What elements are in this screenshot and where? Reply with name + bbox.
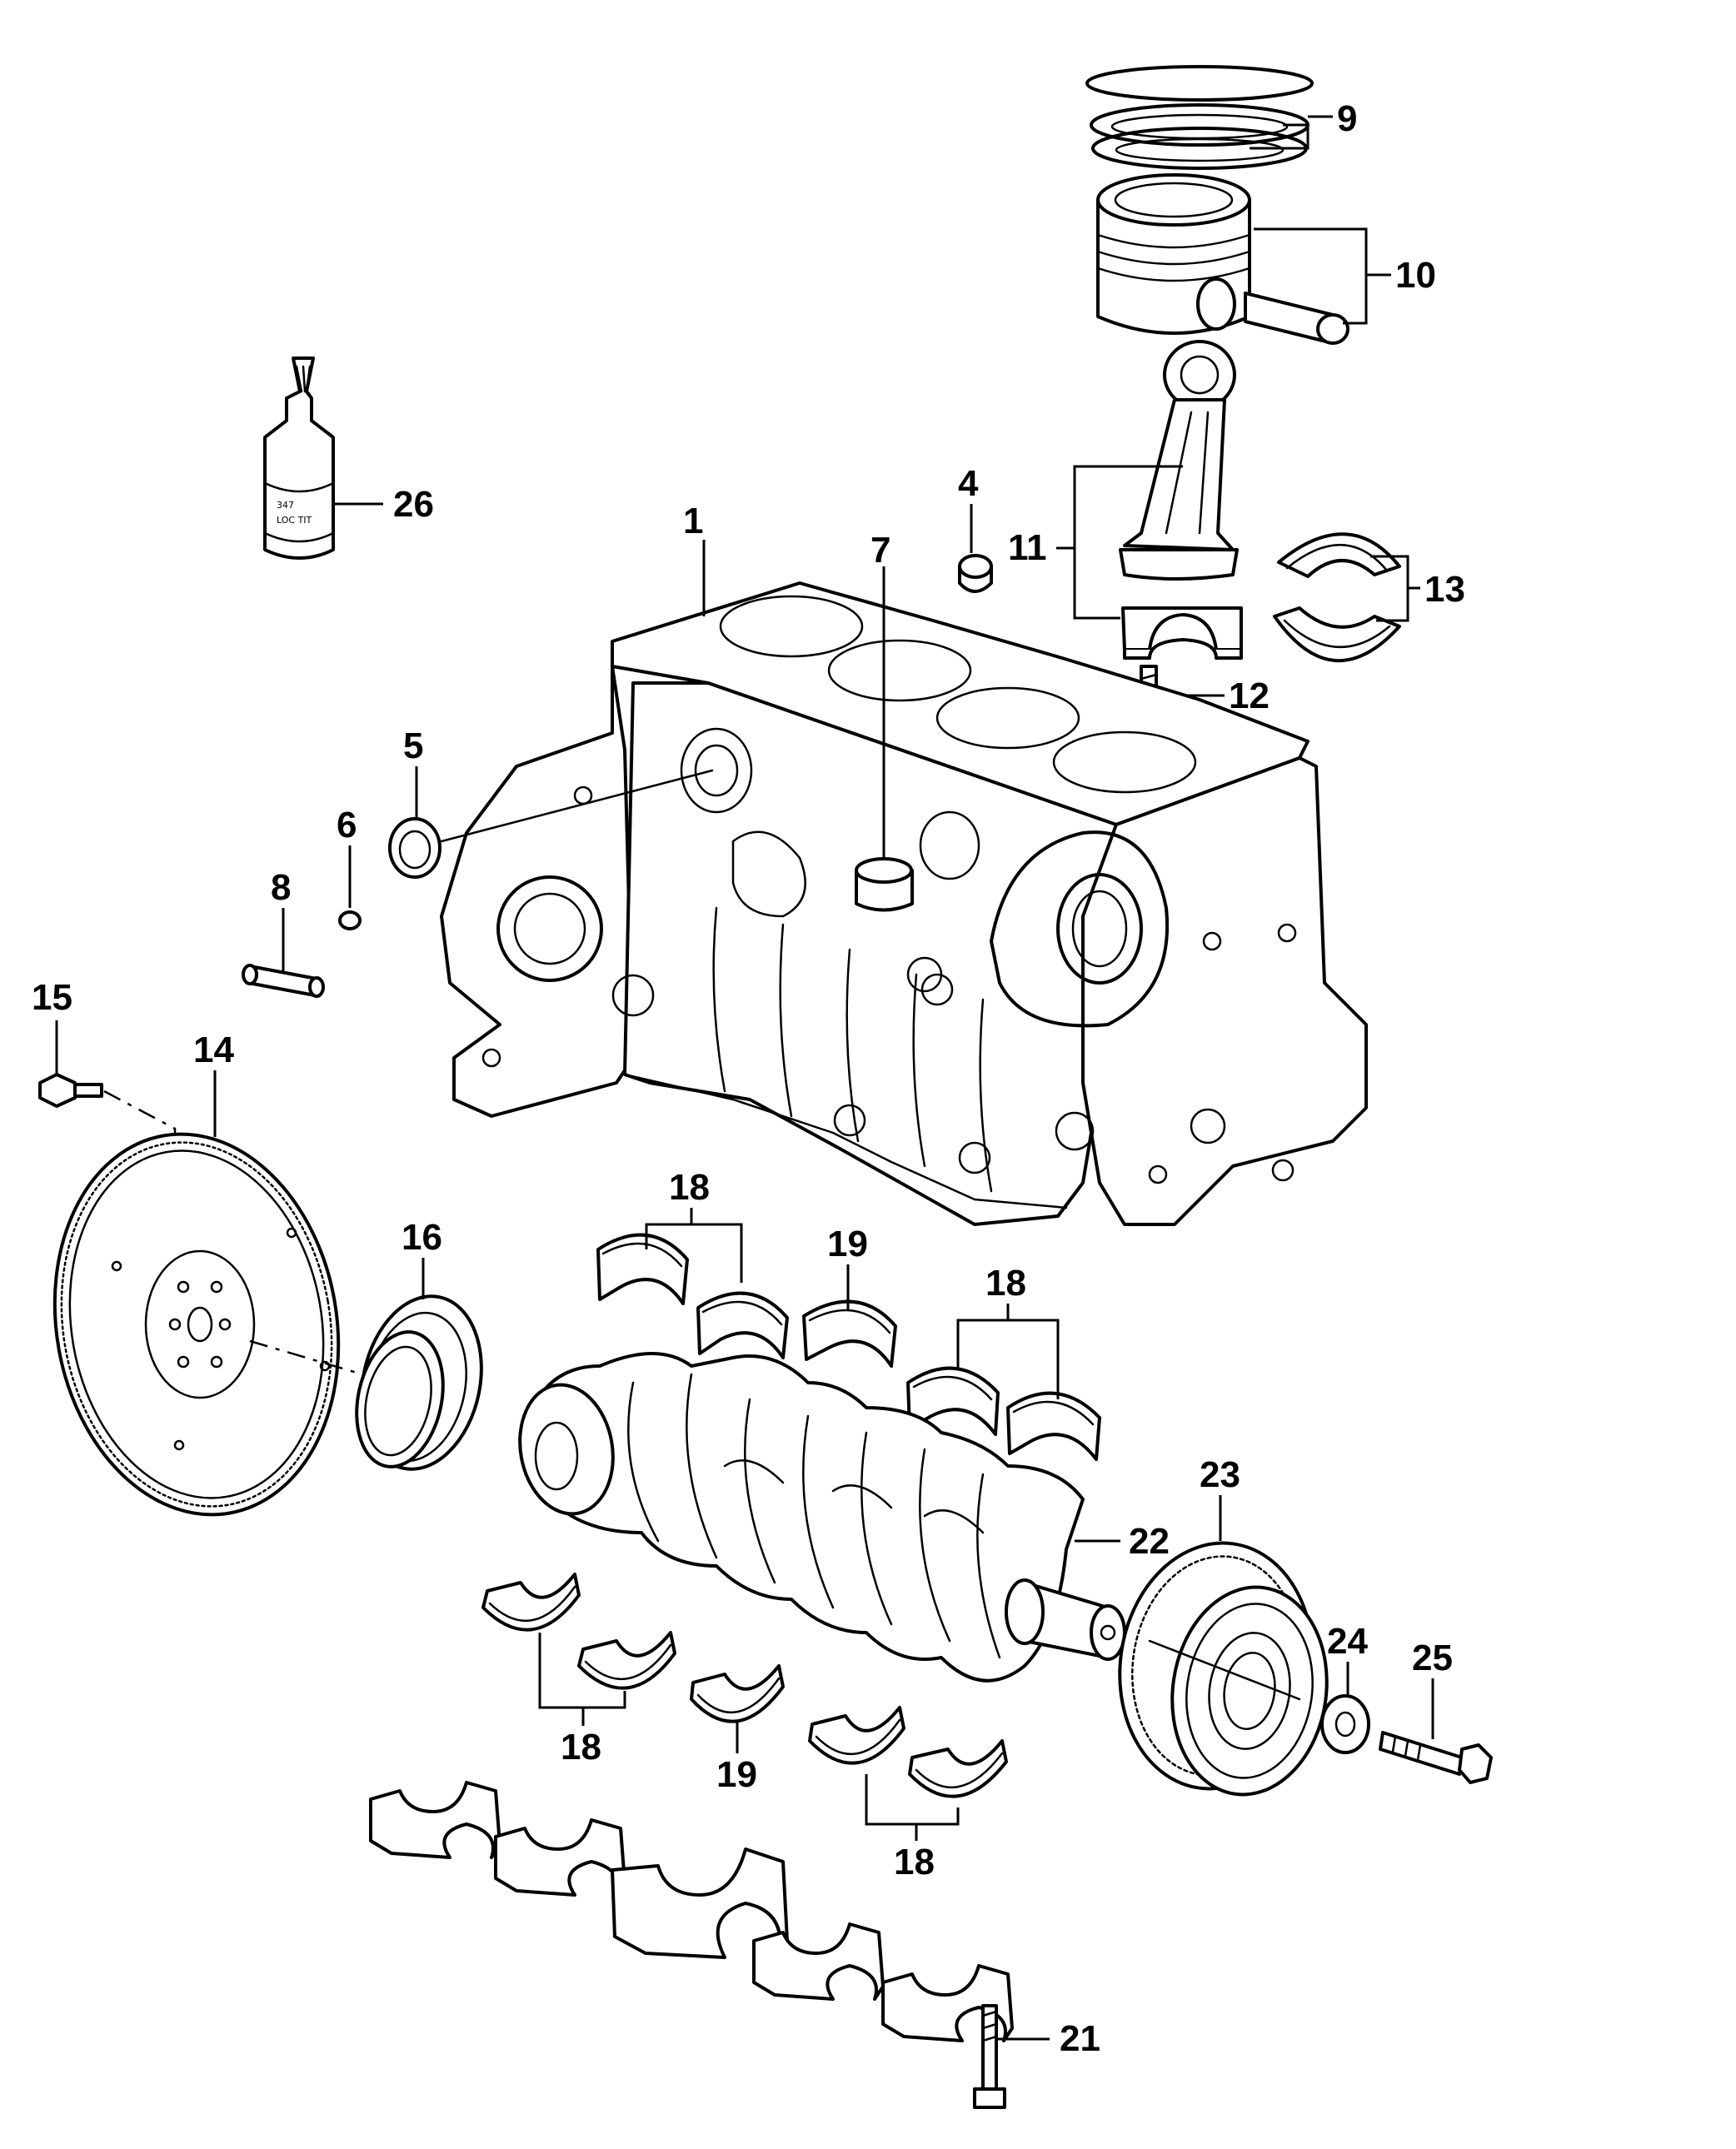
crank-pulley xyxy=(1118,1541,1329,1797)
callout-19-b: 19 xyxy=(716,1754,757,1795)
dowel-pin xyxy=(338,910,362,930)
flywheel-bolt xyxy=(38,1073,103,1108)
callout-18-c: 18 xyxy=(561,1727,601,1768)
callout-21: 21 xyxy=(1060,2018,1100,2059)
connecting-rod xyxy=(1119,340,1243,660)
pulley-bolt xyxy=(1379,1731,1493,1784)
callout-8: 8 xyxy=(271,867,291,908)
callout-15: 15 xyxy=(32,977,72,1018)
callout-22: 22 xyxy=(1129,1521,1170,1562)
callout-18-a: 18 xyxy=(669,1167,710,1208)
callout-26: 26 xyxy=(393,484,434,525)
callout-19-a: 19 xyxy=(827,1224,868,1264)
bushing xyxy=(855,857,914,912)
callout-12: 12 xyxy=(1229,676,1270,716)
callout-18-b: 18 xyxy=(985,1263,1026,1304)
callout-10: 10 xyxy=(1395,255,1436,296)
flywheel xyxy=(52,1132,341,1517)
callout-13: 13 xyxy=(1424,569,1465,610)
sealant-bottle: 347 LOC TIT xyxy=(263,357,335,560)
callout-14: 14 xyxy=(193,1030,234,1070)
main-cap-bolt xyxy=(973,2004,1006,2109)
leader-11a xyxy=(1073,465,1183,620)
rear-seal-plug xyxy=(388,817,441,879)
callout-7: 7 xyxy=(870,530,890,571)
leader-9a xyxy=(1250,123,1309,150)
callout-6: 6 xyxy=(337,805,357,845)
callout-16: 16 xyxy=(402,1217,442,1258)
callout-4: 4 xyxy=(958,463,979,504)
guide-pin xyxy=(242,964,325,998)
callout-18-d: 18 xyxy=(894,1842,935,1882)
assembly-line-15 xyxy=(103,1089,192,1284)
rod-bearing-shells xyxy=(1273,532,1401,663)
callout-9: 9 xyxy=(1337,98,1357,139)
pulley-washer xyxy=(1320,1694,1370,1754)
main-bearing-caps xyxy=(369,1781,1014,2042)
callout-1: 1 xyxy=(683,501,703,541)
expansion-plug xyxy=(958,554,993,593)
callout-11: 11 xyxy=(1008,527,1047,568)
callout-5: 5 xyxy=(403,725,423,766)
assembly-line-23 xyxy=(1148,1639,1301,1701)
piston xyxy=(1096,173,1251,335)
bottle-label-line2: LOC TIT xyxy=(277,515,312,526)
upper-main-bearing-shells xyxy=(596,1233,1101,1461)
callout-23: 23 xyxy=(1200,1454,1240,1495)
lower-main-bearing-shells xyxy=(481,1573,1008,1798)
piston-rings xyxy=(1085,65,1314,170)
leader-18a xyxy=(645,1223,743,1283)
crankshaft xyxy=(518,1352,1126,1683)
assembly-line-5 xyxy=(440,769,714,843)
piston-pin xyxy=(1244,292,1349,345)
callout-25: 25 xyxy=(1412,1638,1453,1678)
leader-18d xyxy=(865,1774,960,1826)
callout-24: 24 xyxy=(1327,1621,1368,1662)
rear-main-seal xyxy=(355,1294,483,1471)
cylinder-block xyxy=(440,581,1368,1226)
bottle-label-line1: 347 xyxy=(277,500,294,511)
